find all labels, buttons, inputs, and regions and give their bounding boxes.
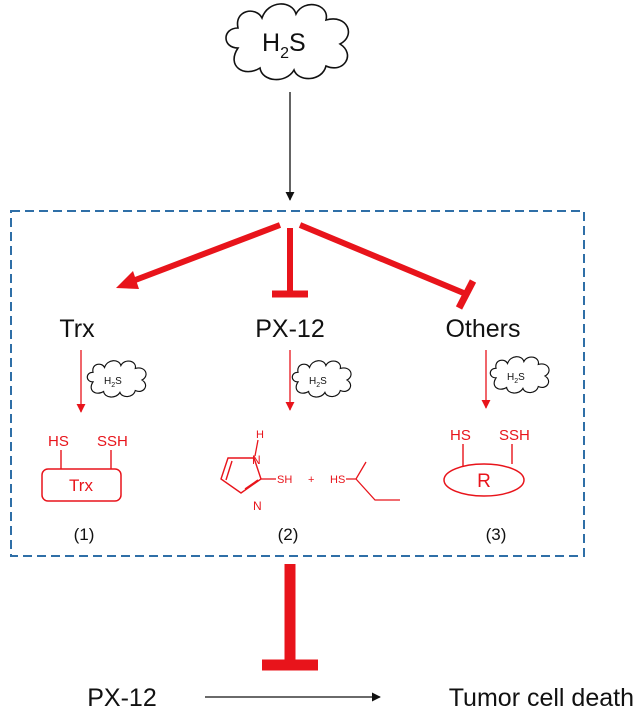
px12-product: H N N SH + HS	[220, 429, 400, 513]
label-px12: PX-12	[255, 315, 324, 343]
h2s-small-sub: 2	[111, 382, 115, 389]
svg-text:H2S: H2S	[104, 376, 122, 389]
h2s-small-tail: S	[518, 372, 525, 383]
trx-product: HS SSH Trx	[41, 433, 128, 502]
others-ssh: SSH	[499, 427, 530, 444]
imidazole-ring	[220, 457, 262, 494]
px12-n2: N	[253, 499, 262, 513]
ring-double-bond-1	[225, 460, 233, 481]
label-trx: Trx	[59, 315, 95, 343]
inhibit-to-others	[298, 222, 468, 297]
bottom-tumor-death: Tumor cell death	[449, 684, 634, 712]
trx-ssh: SSH	[97, 433, 128, 450]
px12-h: H	[256, 429, 264, 441]
trx-hs: HS	[48, 433, 69, 450]
h2s-small-tail: S	[320, 376, 327, 387]
butyl-chain-2	[355, 478, 400, 501]
px12-sh: SH	[277, 474, 292, 486]
h2s-top-tail: S	[289, 29, 306, 57]
svg-text:H2S: H2S	[262, 29, 306, 62]
trx-box-label: Trx	[69, 476, 93, 495]
others-box-label: R	[477, 471, 491, 492]
svg-text:H2S: H2S	[507, 372, 525, 385]
h2s-small-tail: S	[115, 376, 122, 387]
h2s-small-sub: 2	[316, 382, 320, 389]
num-1: (1)	[74, 525, 95, 544]
h2s-small-main: H	[309, 376, 316, 387]
others-hs: HS	[450, 427, 471, 444]
trx-box	[41, 468, 122, 502]
svg-text:H2S: H2S	[309, 376, 327, 389]
h2s-small-sub: 2	[514, 378, 518, 385]
ring-double-bond-2	[244, 479, 259, 490]
r-ellipse	[443, 463, 525, 497]
red-branches	[116, 222, 477, 310]
num-2: (2)	[278, 525, 299, 544]
h2s-cloud-top: H2S	[225, 3, 350, 81]
px12-plus: +	[308, 474, 314, 486]
dashed-box	[10, 210, 585, 557]
px12-n1: N	[252, 453, 261, 467]
h2s-top-main: H	[262, 29, 280, 57]
inhibit-bar-others	[455, 279, 477, 310]
h2s-small-main: H	[507, 372, 514, 383]
px12-hs: HS	[330, 474, 345, 486]
butyl-chain	[346, 461, 367, 480]
h2s-top-sub: 2	[280, 45, 289, 62]
arrowhead-trx	[116, 271, 139, 289]
bottom-px12: PX-12	[87, 684, 156, 712]
others-product: HS SSH R	[443, 427, 530, 497]
nh-bond	[254, 439, 259, 457]
cloud-icon	[225, 3, 350, 81]
label-others: Others	[445, 315, 520, 343]
num-3: (3)	[486, 525, 507, 544]
arrow-to-trx	[128, 222, 282, 285]
h2s-small-main: H	[104, 376, 111, 387]
